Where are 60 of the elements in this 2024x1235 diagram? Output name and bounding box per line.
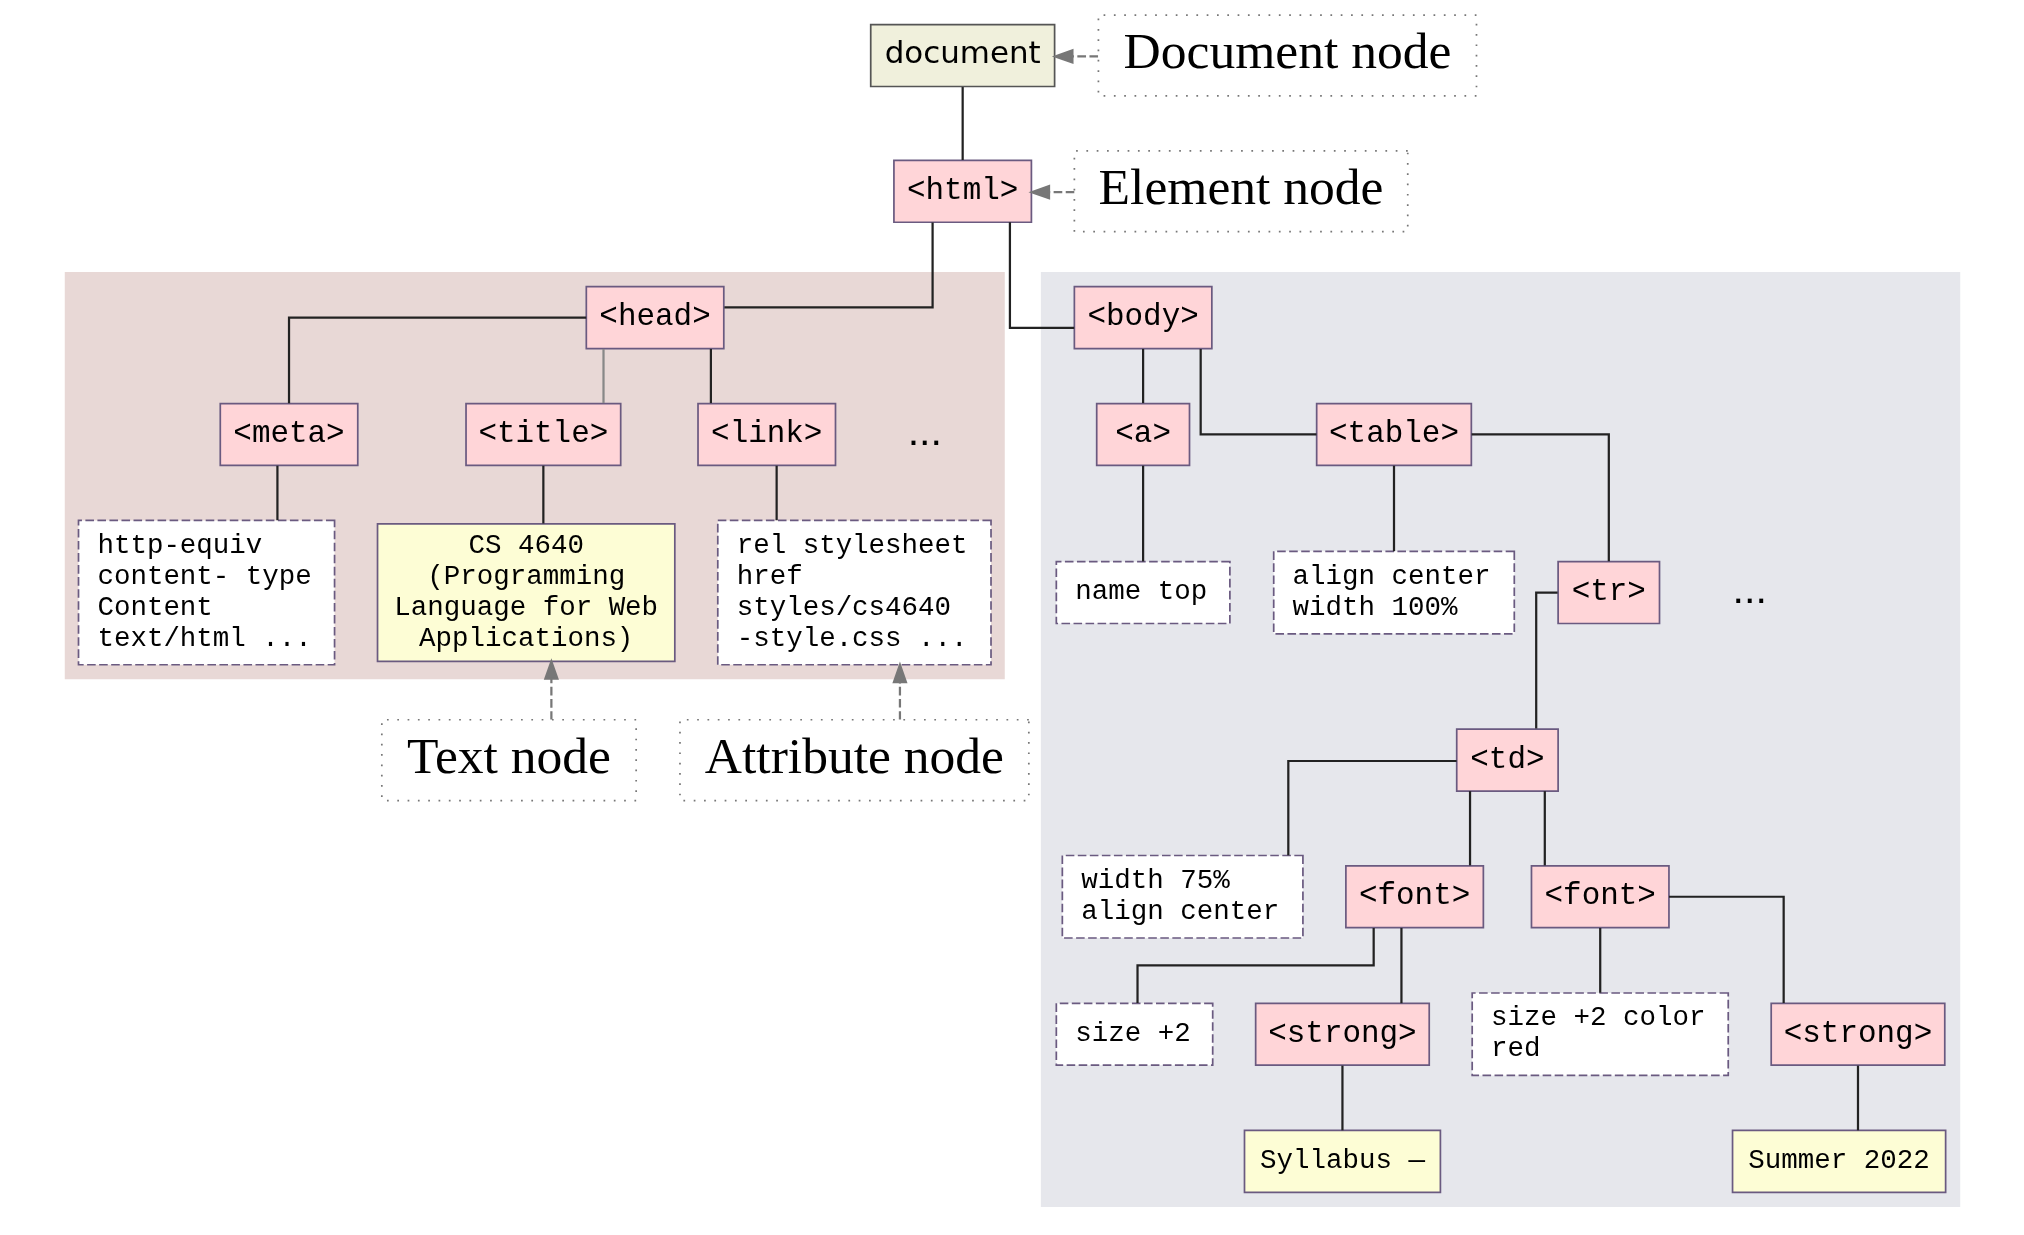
connector [1286,759,1457,856]
arrow [1027,184,1074,200]
node-box: <body> [1073,285,1213,350]
node-box: Attribute node [678,718,1030,802]
connector [723,222,934,309]
connector [1543,791,1546,866]
cluster [1040,272,1960,1207]
connector [1008,222,1074,330]
node-box: <head> [584,285,725,350]
node-box: <font> [1344,864,1484,929]
connector [1598,927,1601,993]
node-box: width 75% align center [1061,854,1304,939]
node-box: <td> [1455,728,1559,792]
connector [1399,927,1403,1004]
node-box: size +2 color red [1470,992,1729,1077]
node-box: Element node [1073,150,1409,233]
node-box: Document node [1097,14,1477,97]
arrow [543,658,559,720]
node-box: <font> [1530,864,1670,929]
connector [1340,1065,1344,1131]
node-box: Syllabus — [1243,1129,1441,1194]
connector [1668,895,1785,1004]
node-box: <meta> [218,402,359,467]
connector [1199,348,1316,436]
connector [1856,1065,1859,1131]
node-box: <link> [696,402,836,467]
node-box: size +2 [1054,1002,1214,1066]
node-box: <html> [892,159,1032,224]
connector [1534,591,1558,729]
node-box: Text node [380,718,637,802]
connector [1141,465,1144,562]
connector [541,465,544,524]
connector [709,348,712,404]
connector [287,316,586,404]
node-box: <a> [1095,402,1190,467]
node-box: CS 4640 (Programming Language for Web Applications) [376,523,676,663]
node-box: <strong> [1254,1002,1430,1066]
connector [775,465,778,521]
node-box: <strong> [1769,1002,1946,1066]
node-box: name top [1054,560,1231,625]
node-box: <table> [1315,402,1472,467]
connector [961,87,964,160]
node-box: Summer 2022 [1731,1129,1946,1194]
arrow [891,661,908,720]
connector [1392,465,1395,552]
node-box: http-equiv content- type Content text/html ... [77,519,335,666]
node-box: <title> [464,402,622,467]
connector [1468,791,1471,866]
connector [1471,433,1610,562]
node-box: document [869,23,1055,88]
node-box: rel stylesheet href styles/cs4640 -style.css ... [716,519,992,666]
connector [1135,927,1375,1004]
label: ... [907,408,942,455]
label: ... [1732,566,1767,613]
arrow [1051,48,1098,64]
node-box: <tr> [1556,560,1660,625]
connector [275,465,279,521]
connector [1141,348,1144,404]
connector [601,348,605,404]
node-box: align center width 100% [1272,550,1515,635]
